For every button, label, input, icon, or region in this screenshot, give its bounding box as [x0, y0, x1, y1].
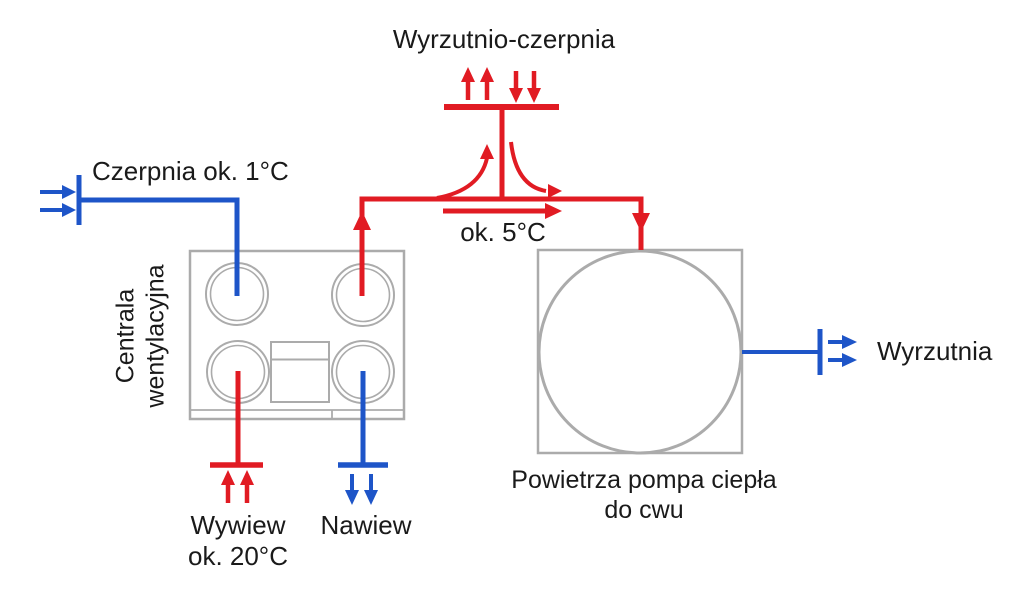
- heat-pump-label: Powietrza pompa ciepła do cwu: [511, 466, 777, 524]
- intake-assembly: [40, 175, 240, 296]
- outlet-arrow-icon: [842, 335, 857, 349]
- ventilation-unit-box: [188, 249, 406, 421]
- flow-curve-right: [509, 141, 547, 193]
- ventilation-unit-label: Centrala wentylacyjna: [111, 264, 170, 408]
- intake-arrow-icon: [62, 185, 76, 199]
- warm-main-pipe: [353, 196, 650, 296]
- mix-temp-label: ok. 5°C: [460, 217, 546, 247]
- exhaust-up-arrow-icon: [240, 470, 254, 485]
- heat-pump-fan-circle: [537, 249, 743, 455]
- exhaust-air-label: Wywiew ok. 20°C: [187, 510, 288, 571]
- control-panel: [270, 341, 330, 403]
- down-arrow-icon: [527, 88, 541, 103]
- intake-arrow-icon: [62, 203, 76, 217]
- exhaust-intake-assembly: [436, 67, 562, 200]
- flow-curve-up-arrow-icon: [480, 144, 494, 159]
- outlet-label: Wyrzutnia: [877, 336, 993, 366]
- supply-air-label: Nawiew: [320, 510, 412, 540]
- exhaust-air-assembly: [210, 371, 263, 503]
- outlet-assembly: [742, 329, 857, 375]
- supply-arrow-icon: [345, 490, 359, 505]
- exhaust-up-arrow-icon: [221, 470, 235, 485]
- pipe-right-arrow-icon: [545, 203, 562, 219]
- supply-arrow-icon: [364, 490, 378, 505]
- heat-pump-box: [536, 248, 744, 455]
- flow-curve-right-arrow-icon: [548, 184, 562, 198]
- up-arrow-icon: [461, 67, 475, 82]
- diagram-title: Wyrzutnio-czerpnia: [392, 24, 616, 54]
- pipe-up-arrow-icon: [353, 211, 371, 230]
- flow-curve-up: [436, 157, 489, 200]
- pipe-down-arrow-icon: [632, 213, 650, 232]
- outlet-arrow-icon: [842, 353, 857, 367]
- intake-temp-label: Czerpnia ok. 1°C: [92, 156, 289, 186]
- supply-air-assembly: [338, 371, 388, 505]
- up-arrow-icon: [480, 67, 494, 82]
- down-arrow-icon: [509, 88, 523, 103]
